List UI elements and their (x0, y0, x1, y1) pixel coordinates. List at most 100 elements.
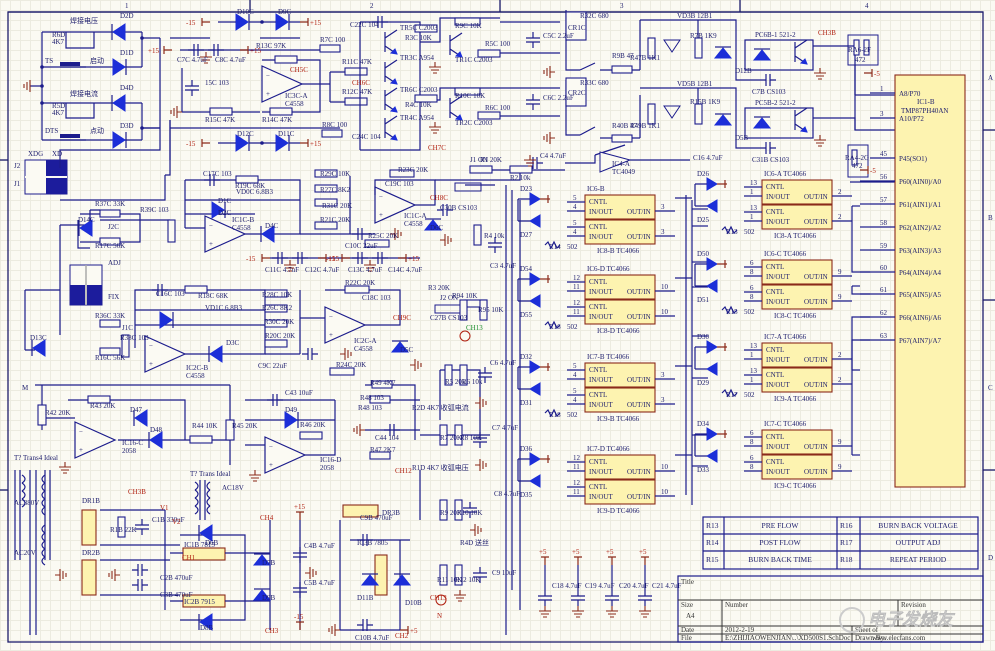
xdg-xd-switch[interactable] (24, 159, 68, 195)
resistor-array-ra6 (847, 34, 879, 66)
resistor-r15c (209, 107, 233, 116)
diode-label: VD0C 6.8B3 (236, 188, 273, 196)
switch-outin-label: OUT/IN (627, 376, 651, 384)
resistor-label: R2 10k (510, 174, 531, 182)
pin-number: 4 (573, 396, 577, 404)
transistor-arrow-icon (389, 134, 398, 141)
rail-label: +15 (408, 255, 419, 263)
resistor-r9c (454, 17, 481, 26)
test-point-ch13 (459, 330, 471, 342)
switch-pins (567, 486, 675, 497)
resistor-r24c (329, 367, 355, 376)
resistor-r7 (439, 424, 448, 446)
analog-switch-cell (761, 429, 833, 455)
resistor-label: R39C 103 (140, 206, 169, 214)
resistor-r10c (454, 87, 481, 96)
resistor-r27c (314, 184, 338, 193)
switch-outin-label: OUT/IN (627, 288, 651, 296)
capacitor-label: C6 4.7uF (490, 359, 516, 367)
switch-cntl-label: CNTL (589, 198, 607, 206)
resistor-r25c (364, 239, 390, 248)
capacitor-label: C7C 4.7uF (177, 56, 208, 64)
zener-icon-vd3b (663, 39, 681, 53)
legend-pot-function: BURN BACK TIME (748, 555, 812, 564)
adj-fix-switch[interactable] (69, 264, 103, 306)
switch-outin-label: OUT/IN (804, 468, 828, 476)
test-point-ch13b (435, 594, 447, 606)
supply-rail-icon (641, 556, 649, 565)
capacitor-label: C17C 103 (203, 170, 232, 178)
capacitor-icon (293, 547, 307, 563)
titleblock-revision-label: Revision (901, 601, 926, 609)
switch-label: ADJ (108, 259, 121, 267)
pot-value: 502 (567, 411, 578, 419)
diode-icon (529, 294, 541, 308)
diode-icon (529, 192, 541, 206)
plus-sign: + (379, 211, 383, 219)
resistor-r9 (439, 499, 448, 521)
ground-icon (410, 359, 422, 371)
pin-number: 4 (573, 371, 577, 379)
supply-rail-icon (540, 195, 550, 203)
jumper-j1 (454, 182, 482, 192)
pin-number: 10 (661, 283, 669, 291)
transistor-arrow-icon (389, 78, 398, 85)
capacitor-label: C10C 22uF (345, 242, 378, 250)
resistor-array-ra4 (847, 144, 869, 178)
resistor-r43 (87, 395, 111, 404)
opamp-ic3c-a (261, 65, 304, 103)
test-point-label: CH1 (182, 554, 196, 562)
supply-rail-icon (341, 254, 350, 262)
switch-inout-label: IN/OUT (766, 381, 790, 389)
pin-number: 4 (573, 203, 577, 211)
diode-label: D55 (520, 311, 533, 319)
resistor-label: R1B 22K (110, 526, 137, 534)
resistor-label: R43 20K (90, 402, 115, 410)
mcu-pin-name: P66(AIN6)/A6 (899, 314, 941, 322)
analog-switch-cell (584, 274, 656, 300)
capacitor-icon (437, 204, 453, 216)
resistor-label: R38C 103 (120, 334, 149, 342)
wire (359, 21, 421, 151)
resistor-r3c (414, 24, 438, 33)
analog-switch-cell (584, 387, 656, 413)
zener-icon-vd5b (663, 105, 681, 119)
component-label: D1D (120, 49, 134, 57)
rail-label: -15 (186, 140, 196, 148)
capacitor-icon (372, 16, 388, 28)
capacitor-label: C5B 4.7uF (304, 579, 335, 587)
diode-label: D30 (697, 333, 710, 341)
zone-label: 2 (370, 2, 374, 10)
supply-rail-icon (540, 455, 550, 463)
pot-value: 502 (567, 243, 578, 251)
capacitor-icon (132, 579, 148, 591)
capacitor-icon (188, 44, 204, 56)
test-point-label: CH4 (260, 514, 274, 522)
switch-outin-label: OUT/IN (627, 313, 651, 321)
resistor-array-value: 472 (852, 162, 863, 170)
resistor-r7b (694, 37, 703, 59)
diode-label: D14C (78, 216, 95, 224)
mcu-pin-number: 57 (880, 196, 888, 204)
diode-label: D36 (520, 445, 533, 453)
switch-cntl-label: CNTL (766, 346, 784, 354)
diode-icon (529, 382, 541, 396)
potentiometer-icon (544, 240, 561, 250)
switch-cntl-label: CNTL (589, 391, 607, 399)
pot-label: R18 (549, 411, 561, 419)
resistor-r16c (99, 347, 121, 356)
pin-number: 9 (838, 268, 842, 276)
ground-icon (353, 424, 365, 436)
resistor-r47b (647, 37, 656, 59)
resistor-r6 (459, 364, 468, 386)
mcu-pin-number: 60 (880, 264, 888, 272)
supply-rail-icon (864, 69, 873, 77)
supply-rail-icon (717, 180, 727, 188)
diode-label: VD5B 12B1 (677, 80, 713, 88)
pin-number: 12 (573, 454, 581, 462)
pot-value: 502 (567, 323, 578, 331)
legend-pot-ref: R14 (706, 538, 719, 547)
capacitor-label: C4 4.7uF (540, 152, 566, 160)
switch-pins (744, 374, 852, 385)
capacitor-icon (538, 590, 552, 606)
